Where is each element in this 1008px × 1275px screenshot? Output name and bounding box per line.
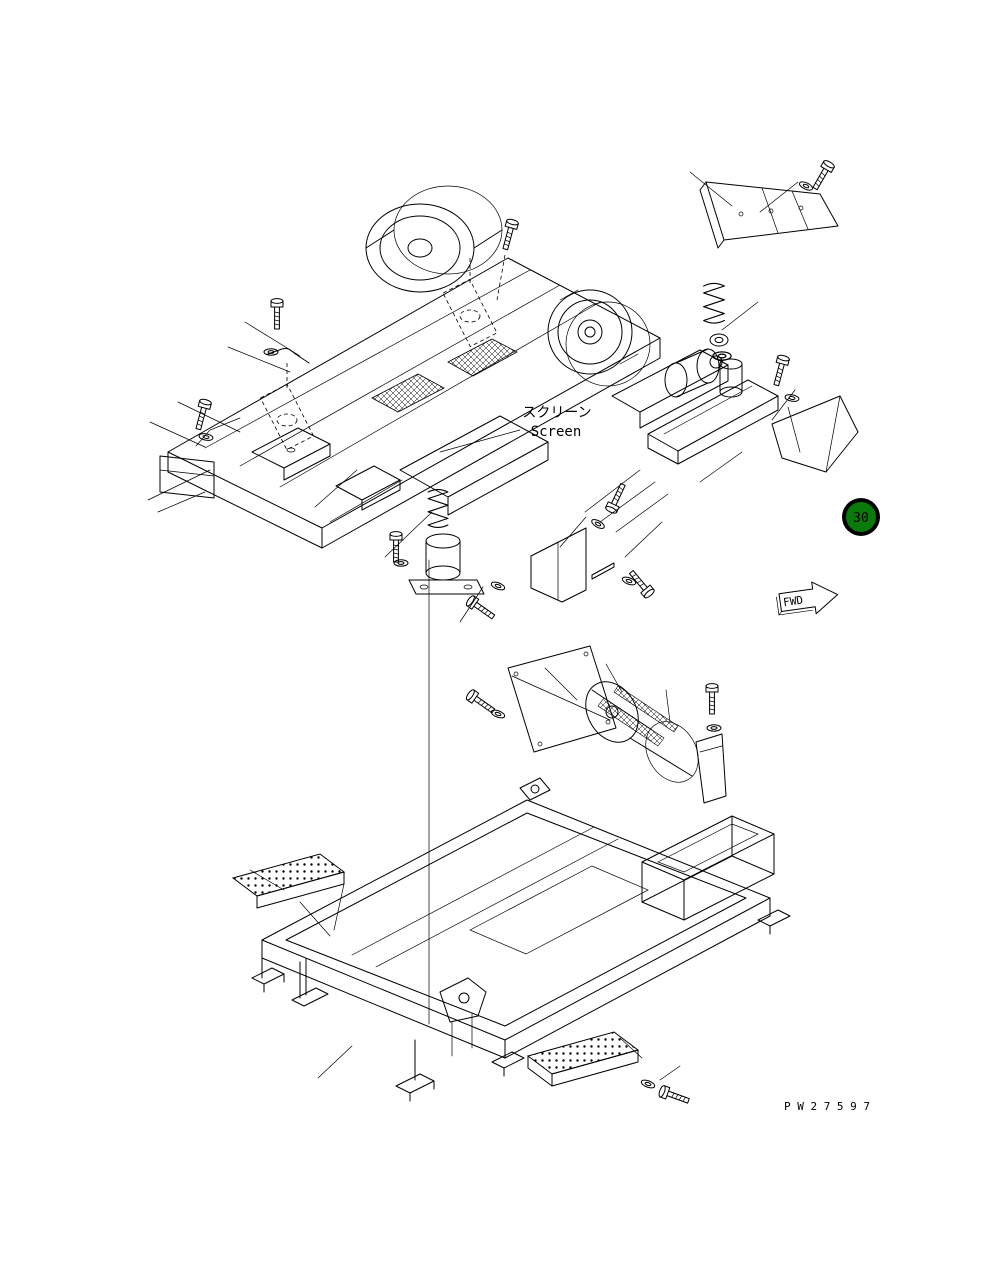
fasteners-upper xyxy=(191,158,836,623)
mount-cylinder xyxy=(408,533,485,595)
bolt xyxy=(769,353,791,388)
bolt xyxy=(270,298,284,330)
washer xyxy=(393,559,409,567)
deck-foot-pad xyxy=(251,427,331,481)
screen-label-en: Screen xyxy=(531,424,582,440)
coil-spring xyxy=(703,282,725,324)
screen-label-jp: スクリーン xyxy=(522,405,591,421)
discharge-chute xyxy=(399,415,549,516)
bolt xyxy=(191,397,213,432)
washer xyxy=(620,575,638,587)
washer xyxy=(489,580,507,592)
feed-drum xyxy=(365,185,503,293)
vibrator-pulley xyxy=(547,289,651,387)
roller-bracket xyxy=(695,733,727,804)
fwd-label: FWD xyxy=(782,593,803,609)
drawing-number: P W 2 7 5 9 7 xyxy=(784,1100,870,1113)
step-plate-bottom xyxy=(526,1031,640,1087)
jack-bracket xyxy=(439,977,487,1057)
roller-drum xyxy=(585,681,699,783)
washer xyxy=(639,1078,657,1090)
part-callout-number: 30 xyxy=(853,511,869,526)
bolt xyxy=(626,567,656,600)
screen-deck xyxy=(167,257,661,549)
frame-feet xyxy=(251,909,791,1102)
guard-plate xyxy=(530,527,615,603)
bolt xyxy=(657,1084,691,1108)
part-callout-30[interactable]: 30 xyxy=(842,498,880,536)
spring-seat-ring xyxy=(709,333,729,347)
fwd-arrow: FWD xyxy=(776,581,839,616)
screen-assembly-drawing xyxy=(159,181,859,603)
top-plate xyxy=(699,181,839,249)
step-plate-left xyxy=(231,853,346,937)
right-stand xyxy=(641,815,775,921)
bolt xyxy=(705,683,719,715)
leader-lines xyxy=(147,171,799,1081)
deck-foot-pad xyxy=(335,465,401,511)
wire-clamp xyxy=(267,348,310,364)
mount-plate xyxy=(507,645,617,753)
screen-mesh-patch xyxy=(447,338,518,377)
bolt xyxy=(498,217,520,252)
bolt xyxy=(464,688,498,717)
bolt xyxy=(809,158,836,193)
roller-subassembly xyxy=(464,645,727,804)
rubber-mount xyxy=(719,358,743,398)
washer xyxy=(263,348,279,356)
lifting-bracket xyxy=(519,777,551,801)
washer xyxy=(489,708,507,720)
washer xyxy=(797,179,815,193)
screen-mesh-patch xyxy=(371,373,445,413)
cover-plate-right xyxy=(771,395,859,473)
vibrator-base xyxy=(611,349,779,465)
left-bracket-plate xyxy=(159,455,215,499)
washer xyxy=(706,724,722,732)
bolt xyxy=(464,594,498,623)
base-frame-drawing xyxy=(231,777,791,1108)
hidden-bracket xyxy=(259,360,315,451)
